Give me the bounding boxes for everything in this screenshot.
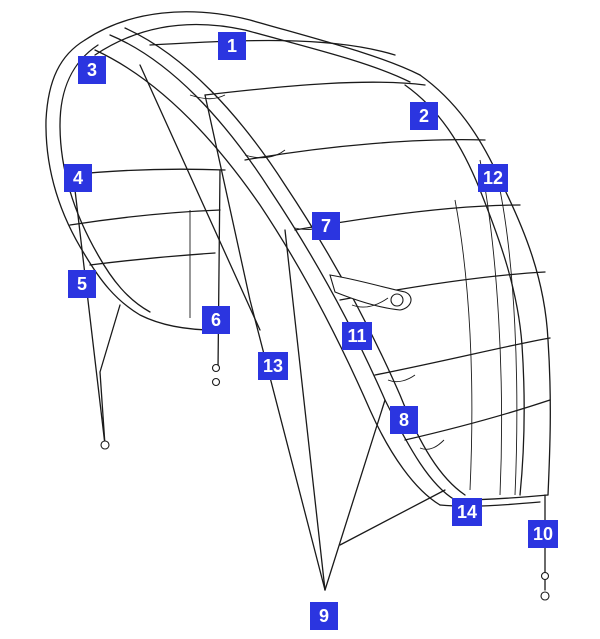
left-bridle-line-a [75,190,105,445]
callout-3: 3 [78,56,106,84]
right-trailing-edge-inner [405,85,524,495]
canopy-seam-1 [455,200,472,490]
canopy-seam-2 [480,160,502,495]
left-panel-rib-3 [90,253,215,265]
callout-2: 2 [410,102,438,130]
strut-1 [150,41,395,55]
callout-13: 13 [258,352,288,380]
callout-10: 10 [528,520,558,548]
center-bridle-line-b [205,95,325,590]
front-bridle-line-c [340,490,445,545]
callout-8: 8 [390,406,418,434]
callout-11: 11 [342,322,372,350]
strut-2 [205,82,425,95]
center-line-end-1 [213,365,220,372]
center-bridle-line-a [218,170,220,370]
front-bridle-line-a [285,230,325,590]
center-line-end-2 [213,379,220,386]
right-line-end-2 [541,592,549,600]
left-panel-rib-2 [70,210,220,225]
leading-edge-front-b [95,50,440,505]
left-bridle-line-b [100,305,120,445]
callout-14: 14 [452,498,482,526]
callout-6: 6 [202,306,230,334]
canopy-seam-3 [498,180,517,495]
callout-12: 12 [478,164,508,192]
strut-3 [245,140,485,160]
left-line-end [101,441,109,449]
callout-4: 4 [64,164,92,192]
callout-5: 5 [68,270,96,298]
callout-9: 9 [310,602,338,630]
right-line-end-1 [542,573,549,580]
front-bridle-line-b [325,400,385,590]
bridle-fitting-hole [391,294,403,306]
strut-7 [405,400,550,440]
center-bridle-line-c [140,65,260,330]
callout-1: 1 [218,32,246,60]
callout-7: 7 [312,212,340,240]
